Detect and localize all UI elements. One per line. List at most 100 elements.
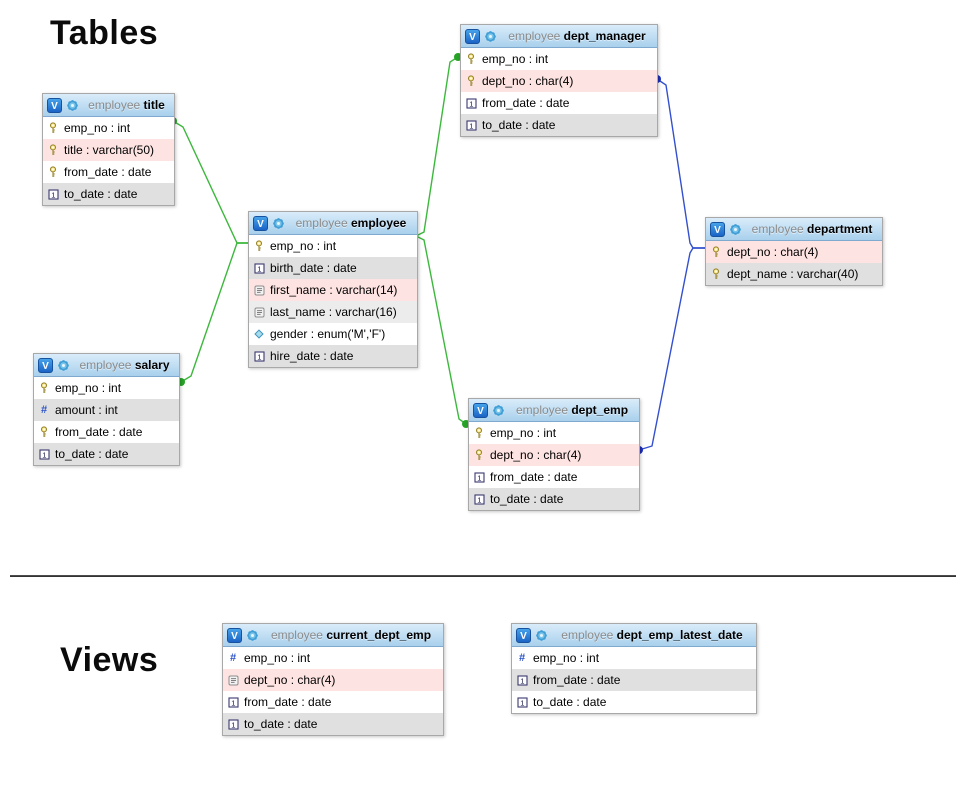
schema-name: employee	[508, 29, 564, 43]
numeric-type-icon: #	[518, 651, 526, 664]
gear-icon[interactable]	[57, 359, 70, 372]
column-birth_date: 1 birth_date : date	[249, 257, 417, 279]
designer-v-badge-icon[interactable]: V	[465, 28, 480, 44]
column-definition: birth_date : date	[270, 261, 357, 275]
relation-line	[172, 120, 248, 244]
date-type-icon: 1	[47, 188, 59, 200]
svg-text:1: 1	[257, 352, 261, 361]
column-dept_no: dept_no : char(4)	[706, 241, 882, 263]
column-hire_date: 1 hire_date : date	[249, 345, 417, 367]
date-type-icon: 1	[516, 696, 528, 708]
table-title: employee dept_emp	[509, 403, 635, 417]
column-definition: dept_no : char(4)	[244, 673, 336, 687]
views-section-heading: Views	[60, 641, 159, 679]
column-definition: last_name : varchar(16)	[270, 305, 397, 319]
column-definition: hire_date : date	[270, 349, 354, 363]
column-definition: from_date : date	[55, 425, 143, 439]
designer-v-badge-icon[interactable]: V	[253, 215, 268, 231]
designer-v-badge-icon[interactable]: V	[473, 402, 488, 418]
column-definition: from_date : date	[64, 165, 152, 179]
designer-v-badge-icon[interactable]: V	[227, 627, 242, 643]
svg-text:1: 1	[51, 190, 55, 199]
schema-name: employee	[515, 403, 572, 417]
primary-key-icon	[49, 144, 57, 155]
gear-icon[interactable]	[729, 223, 742, 236]
date-type-icon: 1	[253, 350, 265, 362]
numeric-type-icon: #	[40, 403, 48, 416]
enum-type-icon	[254, 329, 264, 339]
column-definition: emp_no : int	[55, 381, 122, 395]
table-title: employee employee	[289, 216, 413, 230]
primary-key-icon	[255, 240, 263, 251]
column-from_date: from_date : date	[34, 421, 179, 443]
column-definition: emp_no : int	[533, 651, 600, 665]
text-type-icon	[254, 307, 264, 317]
primary-key-icon	[475, 427, 483, 438]
date-type-icon: 1	[473, 471, 485, 483]
table-title: employee dept_manager	[501, 29, 653, 43]
svg-text:1: 1	[520, 698, 524, 707]
column-definition: to_date : date	[482, 118, 556, 132]
primary-key-icon	[467, 53, 475, 64]
gear-icon[interactable]	[246, 629, 259, 642]
designer-v-badge-icon[interactable]: V	[38, 357, 53, 373]
gear-icon[interactable]	[535, 629, 548, 642]
schema-name: employee	[79, 358, 135, 372]
column-gender: gender : enum('M','F')	[249, 323, 417, 345]
designer-v-badge-icon[interactable]: V	[710, 221, 725, 237]
date-type-icon: 1	[516, 674, 528, 686]
column-emp_no: emp_no : int	[249, 235, 417, 257]
column-definition: from_date : date	[244, 695, 332, 709]
svg-text:1: 1	[520, 676, 524, 685]
gear-icon[interactable]	[484, 30, 497, 43]
table-name: title	[143, 98, 165, 112]
column-last_name: last_name : varchar(16)	[249, 301, 417, 323]
designer-v-badge-icon[interactable]: V	[516, 627, 531, 643]
column-emp_no: emp_no : int	[469, 422, 639, 444]
designer-v-badge-icon[interactable]: V	[47, 97, 62, 113]
gear-icon[interactable]	[492, 404, 505, 417]
primary-key-icon	[49, 166, 57, 177]
gear-icon[interactable]	[272, 217, 285, 230]
schema-name: employee	[561, 628, 617, 642]
column-from_date: from_date : date	[43, 161, 174, 183]
column-emp_no: #emp_no : int	[223, 647, 443, 669]
column-definition: first_name : varchar(14)	[270, 283, 398, 297]
column-definition: dept_no : char(4)	[490, 448, 582, 462]
table-title: employee salary	[74, 358, 175, 372]
column-amount: #amount : int	[34, 399, 179, 421]
column-emp_no: emp_no : int	[43, 117, 174, 139]
tables-section-heading: Tables	[50, 14, 159, 52]
primary-key-icon	[712, 246, 720, 257]
primary-key-icon	[712, 268, 720, 279]
column-dept_no: dept_no : char(4)	[461, 70, 657, 92]
text-type-icon	[254, 285, 264, 295]
svg-text:1: 1	[257, 264, 261, 273]
relation-line	[415, 56, 459, 237]
gear-icon[interactable]	[66, 99, 79, 112]
relation-line	[638, 247, 705, 451]
svg-text:1: 1	[231, 720, 235, 729]
